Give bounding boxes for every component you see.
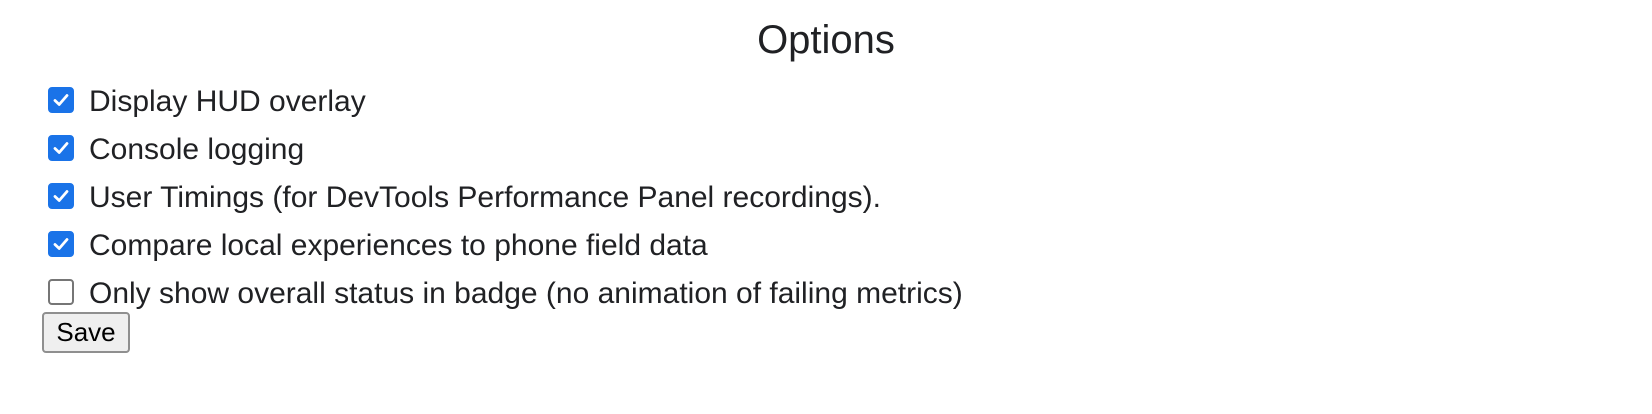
option-label: Compare local experiences to phone field…: [89, 229, 708, 262]
option-label: Only show overall status in badge (no an…: [89, 277, 963, 310]
options-list: Display HUD overlay Console logging User…: [48, 78, 963, 318]
option-label: Display HUD overlay: [89, 85, 366, 118]
page-title: Options: [757, 18, 895, 62]
option-label: User Timings (for DevTools Performance P…: [89, 181, 881, 214]
option-display-hud-overlay[interactable]: Display HUD overlay: [48, 78, 963, 126]
checkmark-icon: [53, 190, 69, 202]
checkbox[interactable]: [48, 87, 74, 113]
checkbox[interactable]: [48, 231, 74, 257]
checkbox[interactable]: [48, 183, 74, 209]
checkbox[interactable]: [48, 279, 74, 305]
option-label: Console logging: [89, 133, 305, 166]
option-compare-field-data[interactable]: Compare local experiences to phone field…: [48, 222, 963, 270]
option-user-timings[interactable]: User Timings (for DevTools Performance P…: [48, 174, 963, 222]
option-console-logging[interactable]: Console logging: [48, 126, 963, 174]
option-badge-status-only[interactable]: Only show overall status in badge (no an…: [48, 270, 963, 318]
save-button[interactable]: Save: [42, 312, 130, 353]
checkmark-icon: [53, 238, 69, 250]
checkmark-icon: [53, 142, 69, 154]
checkmark-icon: [53, 94, 69, 106]
checkbox[interactable]: [48, 135, 74, 161]
